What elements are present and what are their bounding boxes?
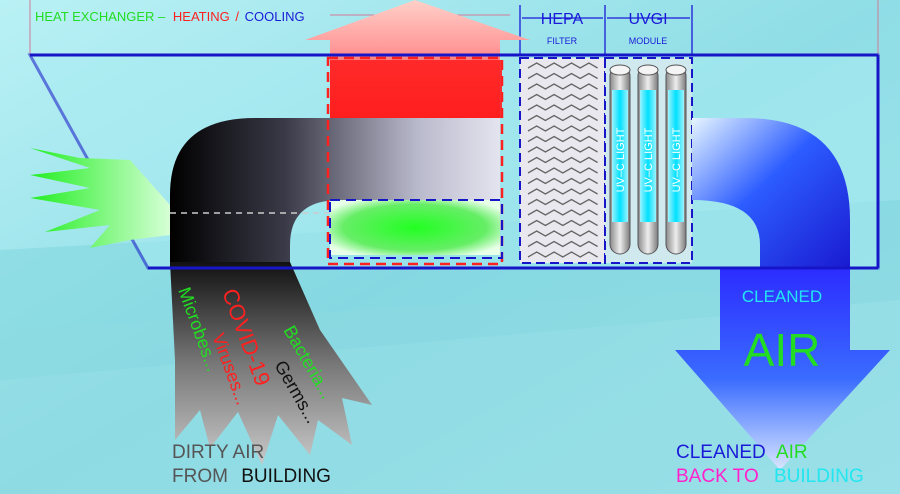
hepa-pleat bbox=[527, 62, 598, 69]
uv-lamps: UV–C LIGHT UV–C LIGHT UV–C LIGHT bbox=[609, 64, 687, 255]
hepa-pleat bbox=[527, 209, 598, 216]
heat-exchanger-label: HEAT EXCHANGER – bbox=[35, 9, 166, 24]
lamp-glow bbox=[612, 90, 628, 222]
cleaned-label: CLEANED bbox=[676, 442, 766, 463]
uv-lamp-label: UV–C LIGHT bbox=[643, 127, 655, 192]
arrow-cleaned-label: CLEANED bbox=[742, 287, 822, 306]
hepa-pleat bbox=[527, 251, 598, 258]
lamp-glow bbox=[668, 90, 684, 222]
return-building-label: BUILDING bbox=[774, 466, 864, 487]
hepa-pleat bbox=[527, 167, 598, 174]
hepa-pleat bbox=[527, 93, 598, 101]
lamp-glow bbox=[640, 90, 656, 222]
lamp-cap bbox=[665, 64, 687, 76]
hepa-pleat bbox=[527, 188, 598, 195]
uv-lamp: UV–C LIGHT bbox=[609, 64, 631, 255]
intake-air-fan bbox=[30, 148, 170, 248]
cooling-frame bbox=[329, 199, 503, 259]
uvgi-sub-label: MODULE bbox=[629, 36, 668, 46]
hepa-pleat bbox=[527, 125, 598, 132]
heat-exchanger-frame bbox=[326, 56, 504, 266]
cleaned-air-caption: CLEANED AIR bbox=[676, 442, 808, 463]
dirty-air-label: DIRTY AIR bbox=[172, 442, 264, 463]
uvgi-label: UVGI bbox=[628, 11, 667, 28]
back-to-label: BACK TO bbox=[676, 466, 759, 487]
dirty-air-plume bbox=[170, 262, 372, 465]
hepa-pleat bbox=[527, 83, 598, 90]
uv-lamp: UV–C LIGHT bbox=[665, 64, 687, 255]
uv-lamp: UV–C LIGHT bbox=[637, 64, 659, 255]
hepa-pleat bbox=[527, 219, 598, 227]
clean-air-duct bbox=[692, 118, 850, 268]
hepa-sub-label: FILTER bbox=[547, 36, 578, 46]
cooling-label: COOLING bbox=[245, 9, 305, 24]
hepa-pleat bbox=[527, 72, 598, 80]
heating-label: HEATING bbox=[173, 9, 230, 24]
module-dimension-lines bbox=[519, 5, 693, 56]
hepa-pleat bbox=[527, 240, 598, 248]
lamp-cap bbox=[637, 64, 659, 76]
header-title: HEAT EXCHANGER – HEATING / COOLING bbox=[35, 9, 305, 24]
building-label: BUILDING bbox=[241, 466, 331, 487]
uv-lamp-label: UV–C LIGHT bbox=[671, 127, 683, 192]
dirty-air-source: FROM BUILDING bbox=[172, 466, 331, 487]
hepa-pleat bbox=[527, 114, 598, 122]
hepa-label: HEPA bbox=[541, 11, 584, 28]
clean-air-arrow bbox=[675, 268, 890, 470]
from-label: FROM bbox=[172, 466, 228, 487]
hepa-pleat bbox=[527, 156, 598, 164]
hepa-pleat bbox=[527, 230, 598, 237]
air-duct-elbow bbox=[170, 118, 500, 268]
cooling-coil bbox=[330, 200, 500, 255]
lamp-cap bbox=[609, 64, 631, 76]
hepa-pleat bbox=[527, 177, 598, 185]
hepa-pleat bbox=[527, 104, 598, 111]
air-label: AIR bbox=[776, 442, 808, 463]
back-to-building-caption: BACK TO BUILDING bbox=[676, 466, 864, 487]
slash-label: / bbox=[235, 9, 239, 24]
heating-coil bbox=[330, 60, 502, 118]
hepa-pleat bbox=[527, 135, 598, 143]
uv-lamp-label: UV–C LIGHT bbox=[615, 127, 627, 192]
hepa-pleat bbox=[527, 146, 598, 153]
arrow-air-label: AIR bbox=[744, 324, 821, 376]
hepa-pleat bbox=[527, 198, 598, 206]
hepa-filter bbox=[519, 57, 606, 264]
